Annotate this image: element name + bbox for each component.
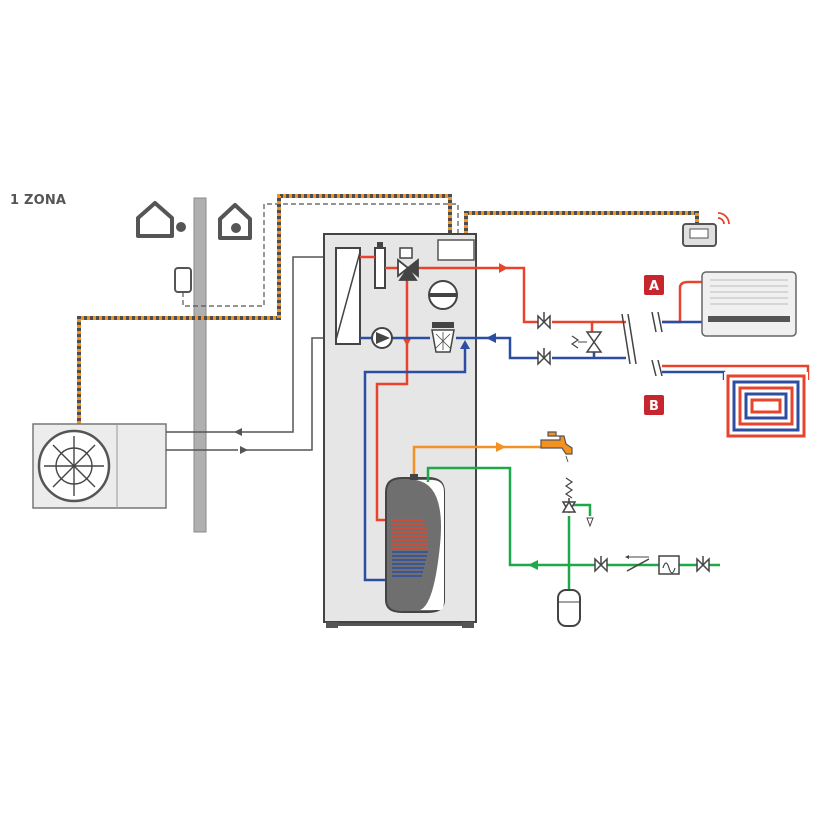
check-valve-icon [625, 555, 650, 572]
expansion-vessel-icon [428, 280, 458, 310]
dhw-expansion-vessel-icon [557, 589, 581, 627]
circuit-label-a: A [644, 275, 664, 295]
pressure-reducer-icon [658, 555, 680, 575]
circuit-label-b: B [644, 395, 664, 415]
ball-valve-inlet-icon [696, 556, 710, 573]
air-vent-icon [399, 247, 413, 259]
three-way-valve-icon [397, 258, 419, 281]
electrical-box [437, 239, 475, 261]
flow-pipe-main [418, 266, 538, 324]
return-pipe-dhw-coil [363, 348, 467, 582]
safety-valve-icon [561, 477, 594, 528]
fan-coil-icon [701, 271, 797, 337]
magnetic-filter-icon [431, 322, 455, 353]
dhw-tank [385, 474, 445, 613]
backup-heater-icon [374, 242, 386, 289]
room-thermostat-icon [174, 267, 192, 293]
underfloor-loop-icon [724, 372, 808, 440]
plate-heat-exchanger-icon [335, 247, 361, 345]
zone-title: 1 ZONA [10, 193, 67, 208]
ball-valve-icon [594, 556, 608, 573]
house-outdoor-sensor-icon [136, 201, 186, 238]
cold-water-pipe [426, 466, 720, 567]
pipe-break-symbols [621, 311, 663, 377]
wifi-controller-icon [682, 212, 730, 247]
wall [193, 197, 207, 533]
circuit-b-return [662, 370, 726, 380]
outdoor-heat-pump-icon [32, 423, 167, 509]
power-cable-controller [464, 211, 699, 240]
sensor-cable [182, 203, 459, 307]
ball-valve-return-icon [537, 348, 551, 366]
ball-valve-flow-icon [537, 312, 551, 330]
svg-text:A: A [649, 279, 659, 294]
dhw-tap-icon [540, 431, 573, 463]
circulation-pump-icon [371, 327, 393, 349]
flow-pipe-dhw-coil [375, 278, 409, 522]
circuit-a-flow [662, 280, 704, 324]
bypass-valve-icon [570, 331, 603, 353]
svg-text:B: B [649, 399, 659, 414]
house-indoor-sensor-icon [218, 203, 252, 240]
